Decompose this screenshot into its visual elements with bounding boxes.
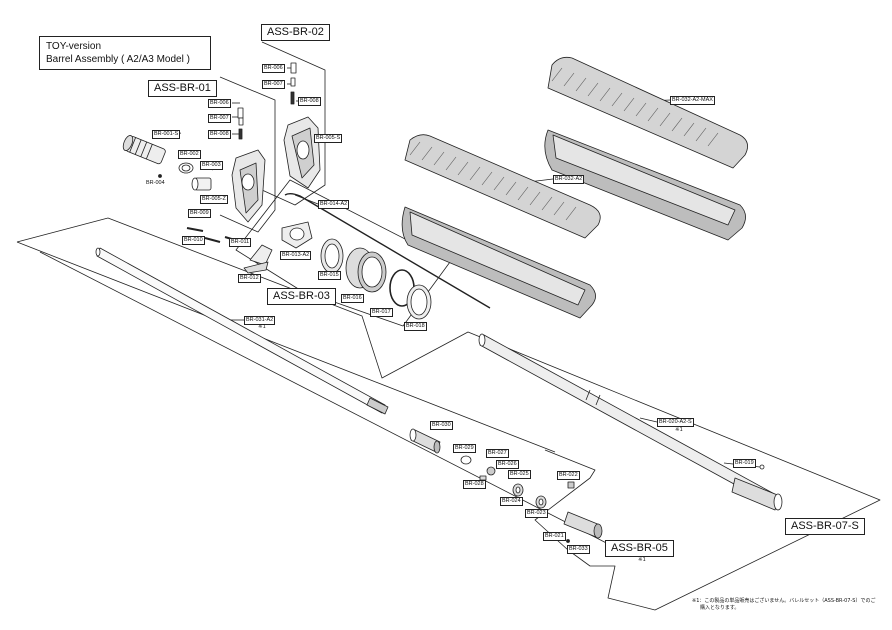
title-line-2: Barrel Assembly ( A2/A3 Model ) [46,54,190,65]
part-label-br-022: BR-022 [557,471,580,480]
part-label-br-006-a: BR-006 [208,99,231,108]
part-label-br-009: BR-009 [188,209,211,218]
part-label-br-007-b: BR-007 [262,80,285,89]
front-sight-s-drawing [283,62,321,189]
part-label-br-017: BR-017 [370,308,393,317]
group-label-ass-br-03: ASS-BR-03 [267,288,336,305]
part-label-br-010: BR-010 [182,236,205,245]
footnote-line-1: ※1：この製品の単品販売はございません。バレルセット（ASS-BR-07-S）で… [692,598,876,604]
group-label-ass-br-07-s: ASS-BR-07-S [785,518,865,535]
note-mark-br-020: ※1 [675,427,683,433]
assembly-outline [16,217,881,611]
gas-tube-drawing [284,193,491,309]
part-label-br-006-b: BR-006 [262,64,285,73]
handguard-a2max-drawing [544,56,748,241]
part-label-br-015: BR-015 [318,271,341,280]
inner-barrel-drawing [96,247,386,414]
title-line-1: TOY-version [46,41,102,52]
part-label-br-030: BR-030 [430,421,453,430]
part-label-br-011: BR-011 [229,238,252,247]
handguard-a2-drawing [401,134,601,319]
part-label-br-028: BR-028 [463,480,486,489]
group-label-ass-br-01: ASS-BR-01 [148,80,217,97]
part-label-br-012: BR-012 [238,274,261,283]
part-label-br-021: BR-021 [543,532,566,541]
part-label-br-016: BR-016 [341,294,364,303]
part-label-br-008-a: BR-008 [208,130,231,139]
group-label-ass-br-05: ASS-BR-05 [605,540,674,557]
front-sight-z-drawing [231,107,266,223]
part-label-br-023: BR-023 [525,509,548,518]
part-label-br-019: BR-019 [733,459,756,468]
part-label-br-001-s: BR-001-S [152,130,181,139]
part-label-br-027: BR-027 [486,449,509,458]
footnote-line-2: 購入となります。 [700,605,740,611]
part-label-br-005-s: BR-005-S [314,134,343,143]
part-label-br-032-a2: BR-032-A2 [553,175,585,184]
part-label-br-013-a2: BR-013-A2 [280,251,312,260]
part-label-br-008-b: BR-008 [298,97,321,106]
note-mark-br-031: ※1 [258,324,266,330]
part-label-br-007-a: BR-007 [208,114,231,123]
part-label-br-031-a2: BR-031-A2 [244,316,276,325]
part-label-br-024: BR-024 [500,497,523,506]
diagram-title: TOY-version Barrel Assembly ( A2/A3 Mode… [39,36,211,70]
part-label-br-033: BR-033 [567,545,590,554]
flash-hider-drawing [122,135,166,165]
chamber-parts-drawing [409,428,603,543]
footnote: ※1：この製品の単品販売はございません。バレルセット（ASS-BR-07-S）で… [692,598,875,612]
part-label-br-029: BR-029 [453,444,476,453]
part-label-br-014-a2: BR-014-A2 [318,200,350,209]
delta-ring-drawing [281,221,432,320]
washer-drawing [178,162,194,174]
part-label-br-018: BR-018 [404,322,427,331]
outer-barrel-drawing [478,333,783,511]
part-label-br-004: BR-004 [146,180,165,186]
part-label-br-025: BR-025 [508,470,531,479]
part-label-br-002: BR-002 [178,150,201,159]
part-label-br-003: BR-003 [200,161,223,170]
part-label-br-020-a2-s: BR-020-A2-S [657,418,694,427]
part-label-br-032-a2-max: BR-032-A2-MAX [670,96,715,105]
group-label-ass-br-02: ASS-BR-02 [261,24,330,41]
part-label-br-026: BR-026 [496,460,519,469]
part-label-br-005-z: BR-005-Z [200,195,228,204]
note-mark-br-05: ※1 [638,557,646,563]
